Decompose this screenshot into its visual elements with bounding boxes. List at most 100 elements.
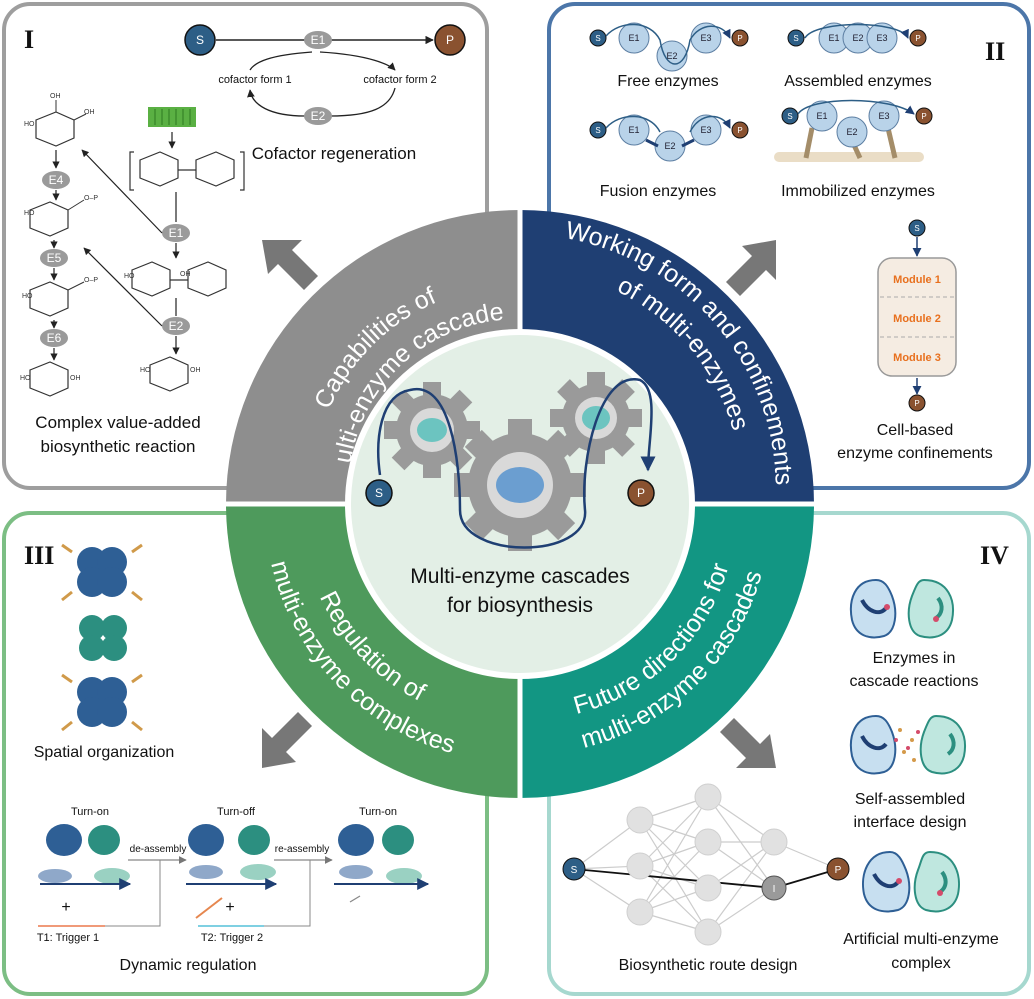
assembled-enzymes-diagram: S E1 E2 E3 P xyxy=(787,22,927,54)
immobilized-S: S xyxy=(787,112,792,121)
artificial-complex-diagram xyxy=(862,850,960,913)
trigger-2: T2: Trigger 2 xyxy=(201,932,263,944)
artificial-caption-line2: complex xyxy=(891,955,951,972)
self-assembled-caption-line2: interface design xyxy=(854,814,967,831)
cell-caption-line1: Cell-based xyxy=(877,422,953,439)
free-S: S xyxy=(595,34,600,43)
product-P-I: P xyxy=(446,33,454,47)
enzyme-E1-pathway: E1 xyxy=(169,226,184,240)
substrate-S-label: S xyxy=(375,486,383,500)
arrow-to-panel-II xyxy=(726,240,776,296)
plus-1: + xyxy=(61,899,70,916)
arrow-to-panel-I xyxy=(262,240,318,290)
enzyme-E4: E4 xyxy=(49,173,64,187)
center-title-line2: for biosynthesis xyxy=(447,594,593,617)
cell-P: P xyxy=(914,399,919,408)
cell-based-confinement-diagram: S Module 1 Module 2 Module 3 P xyxy=(877,219,957,412)
state2-turn-off: Turn-off xyxy=(217,806,256,818)
cellulose-fiber xyxy=(148,107,196,127)
route-design-network: I S P xyxy=(562,783,850,946)
free-enzymes-caption: Free enzymes xyxy=(617,73,718,90)
arrow-to-panel-IV xyxy=(720,718,776,768)
cascade-caption-line2: cascade reactions xyxy=(850,673,979,690)
de-assembly-label: de-assembly xyxy=(130,844,187,855)
substrate-S-I: S xyxy=(196,33,204,47)
route-P: P xyxy=(835,865,842,876)
svg-text:HO: HO xyxy=(140,367,151,374)
cofactor-regeneration-caption: Cofactor regeneration xyxy=(252,144,416,163)
product-P-label: P xyxy=(637,486,645,500)
svg-text:OH: OH xyxy=(70,375,81,382)
enzyme-E2-cofactor: E2 xyxy=(311,109,326,123)
svg-text:HO: HO xyxy=(24,121,35,128)
gear-middle xyxy=(454,419,586,551)
free-E2: E2 xyxy=(666,51,677,61)
svg-text:O–P: O–P xyxy=(84,195,98,202)
assembled-E3: E3 xyxy=(876,33,887,43)
self-assembled-caption-line1: Self-assembled xyxy=(855,791,965,808)
re-assembly-label: re-assembly xyxy=(275,844,329,855)
self-assembled-interface-diagram xyxy=(850,714,966,775)
svg-text:HO: HO xyxy=(124,273,135,280)
enzymes-in-cascade-diagram xyxy=(850,578,954,639)
immobilized-E3: E3 xyxy=(878,111,889,121)
cofactor-regeneration-diagram: S P E1 E2 cofactor form 1 cofactor form … xyxy=(184,24,466,125)
center-gears: S P xyxy=(365,372,656,551)
svg-text:O–P: O–P xyxy=(84,277,98,284)
free-P: P xyxy=(737,34,742,43)
cell-caption-line2: enzyme confinements xyxy=(837,445,993,462)
assembled-E1: E1 xyxy=(828,33,839,43)
assembled-S: S xyxy=(793,34,798,43)
product-P-center xyxy=(627,479,655,507)
svg-text:OH: OH xyxy=(84,109,95,116)
state1-turn-on: Turn-on xyxy=(71,806,109,818)
free-E1: E1 xyxy=(628,33,639,43)
fusion-enzymes-caption: Fusion enzymes xyxy=(600,183,717,200)
module-3: Module 3 xyxy=(893,352,941,364)
complex-caption-line2: biosynthetic reaction xyxy=(41,437,196,456)
arrow-to-panel-III xyxy=(262,712,312,768)
immobilized-E1: E1 xyxy=(816,111,827,121)
gear-left xyxy=(384,382,480,478)
module-1: Module 1 xyxy=(893,274,941,286)
assembled-P: P xyxy=(915,34,920,43)
panel-numeral-I: I xyxy=(24,25,34,54)
fusion-E3: E3 xyxy=(700,125,711,135)
svg-text:HO: HO xyxy=(20,375,31,382)
dynamic-regulation-diagram: Turn-on + T1: Trigger 1 de-assembly Turn… xyxy=(37,806,430,944)
dynamic-regulation-caption: Dynamic regulation xyxy=(120,957,257,974)
immobilized-enzymes-caption: Immobilized enzymes xyxy=(781,183,935,200)
module-2: Module 2 xyxy=(893,313,941,325)
immobilized-enzymes-diagram: S E1 E2 E3 P xyxy=(774,99,933,162)
svg-text:OH: OH xyxy=(50,93,61,100)
immobilized-E2: E2 xyxy=(846,127,857,137)
svg-text:OH: OH xyxy=(180,271,191,278)
cofactor-form-1: cofactor form 1 xyxy=(218,74,291,86)
panel-numeral-IV: IV xyxy=(980,541,1009,570)
fusion-P: P xyxy=(737,126,742,135)
cell-S: S xyxy=(914,224,919,233)
plus-2: + xyxy=(225,899,234,916)
cofactor-form-2: cofactor form 2 xyxy=(363,74,436,86)
fusion-E2: E2 xyxy=(664,141,675,151)
panel-numeral-II: II xyxy=(985,37,1005,66)
fusion-enzymes-diagram: S E1 E2 E3 P xyxy=(589,114,749,162)
enzyme-E6: E6 xyxy=(47,331,62,345)
svg-text:HO: HO xyxy=(24,210,35,217)
enzyme-E1-cofactor: E1 xyxy=(311,33,326,47)
fusion-S: S xyxy=(595,126,600,135)
enzyme-E2-pathway: E2 xyxy=(169,319,184,333)
route-node-I: I xyxy=(773,884,776,895)
svg-text:OH: OH xyxy=(190,367,201,374)
center-title-line1: Multi-enzyme cascades xyxy=(410,565,629,588)
free-enzymes-diagram: S E1 E2 E3 P xyxy=(589,22,749,72)
free-E3: E3 xyxy=(700,33,711,43)
substrate-S-center xyxy=(365,479,393,507)
artificial-caption-line1: Artificial multi-enzyme xyxy=(843,931,999,948)
svg-text:HO: HO xyxy=(22,293,33,300)
route-design-caption: Biosynthetic route design xyxy=(619,957,798,974)
immobilized-P: P xyxy=(921,112,926,121)
complex-caption-line1: Complex value-added xyxy=(35,413,200,432)
fusion-E1: E1 xyxy=(628,125,639,135)
